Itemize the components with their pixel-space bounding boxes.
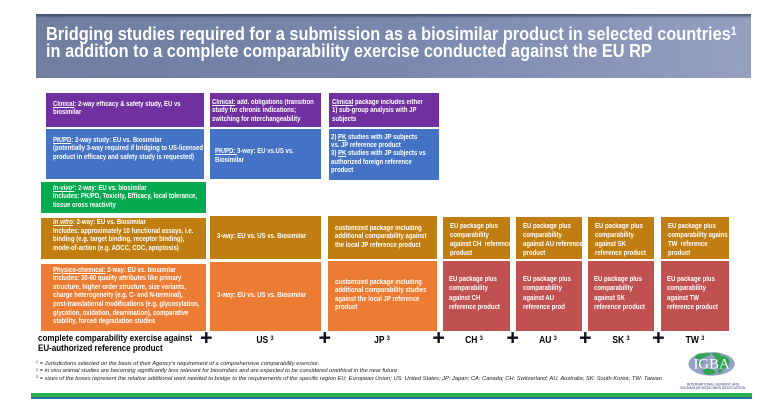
svg-text:IGBA: IGBA	[694, 357, 730, 373]
svg-text:INTERNATIONAL GENERIC AND: INTERNATIONAL GENERIC AND	[687, 382, 740, 386]
svg-text:BIOSIMILAR MEDICINES ASSOCIATI: BIOSIMILAR MEDICINES ASSOCIATION	[681, 386, 746, 390]
